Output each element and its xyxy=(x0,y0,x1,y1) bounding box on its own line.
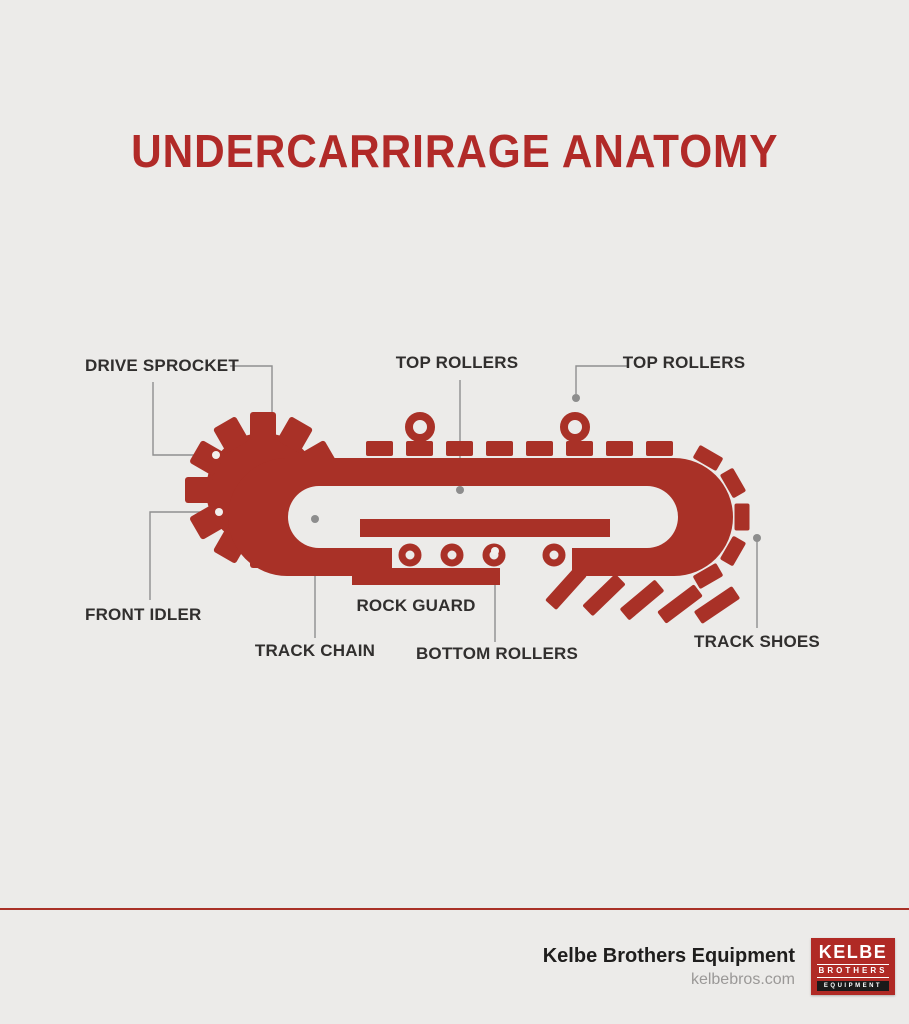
kelbe-logo: KELBE BROTHERS EQUIPMENT xyxy=(811,938,895,995)
footer: Kelbe Brothers Equipment kelbebros.com K… xyxy=(543,938,895,995)
label-track-chain: TRACK CHAIN xyxy=(254,641,376,660)
label-front-idler: FRONT IDLER xyxy=(85,605,202,624)
top-rollers xyxy=(405,412,590,442)
kelbe-logo-name: KELBE xyxy=(818,942,888,962)
page-title: UNDERCARRIRAGE ANATOMY xyxy=(0,128,909,174)
track-shoes-top-run xyxy=(366,441,673,456)
kelbe-logo-brothers: BROTHERS xyxy=(817,964,889,978)
footer-divider xyxy=(0,908,909,910)
track-shoes-fan xyxy=(545,566,740,624)
label-top-rollers-right: TOP ROLLERS xyxy=(622,353,746,372)
footer-text: Kelbe Brothers Equipment kelbebros.com xyxy=(543,944,795,989)
leader-dots xyxy=(212,394,761,555)
label-bottom-rollers: BOTTOM ROLLERS xyxy=(415,644,579,663)
label-rock-guard: ROCK GUARD xyxy=(356,596,476,615)
footer-website: kelbebros.com xyxy=(690,970,795,988)
page-title-text: UNDERCARRIRAGE ANATOMY xyxy=(130,125,779,177)
label-top-rollers-left: TOP ROLLERS xyxy=(395,353,519,372)
kelbe-logo-equipment: EQUIPMENT xyxy=(817,981,889,991)
track-shoes-right-end xyxy=(693,445,750,589)
track-chain-loop xyxy=(228,458,733,584)
footer-company: Kelbe Brothers Equipment xyxy=(542,944,795,967)
track-frame-bar xyxy=(360,519,610,537)
label-drive-sprocket: DRIVE SPROCKET xyxy=(85,356,239,375)
bottom-rollers xyxy=(398,543,566,567)
label-track-shoes: TRACK SHOES xyxy=(694,632,820,651)
rock-guard-bar xyxy=(352,568,500,585)
